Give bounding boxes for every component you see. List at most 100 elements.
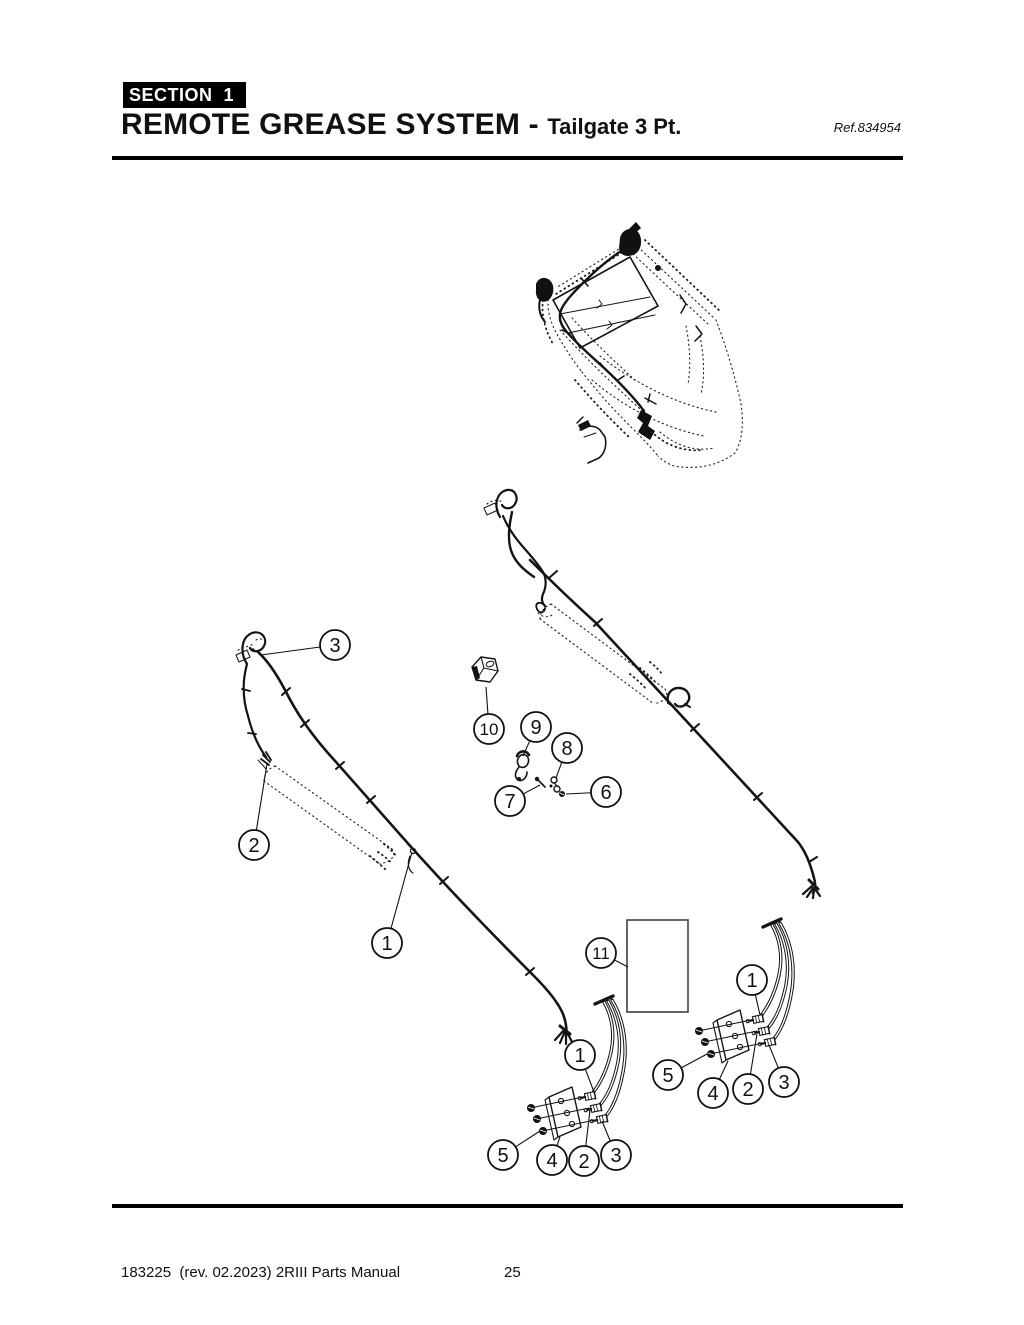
callout-leader [522, 740, 531, 757]
page-number: 25 [504, 1264, 521, 1281]
callout-leader [260, 646, 321, 656]
callout-1: 1 [371, 851, 413, 959]
phantom-cylinder-right [539, 603, 668, 705]
callout-number: 3 [610, 1145, 621, 1167]
callout-leader [601, 1120, 611, 1142]
manifold-block [544, 1086, 582, 1141]
hose-end [807, 878, 820, 891]
right-grease-line-assembly [483, 488, 822, 900]
callout-number: 5 [662, 1065, 673, 1087]
callout-number: 1 [574, 1045, 585, 1067]
callout-circle [520, 711, 552, 743]
part-10-spacer-block [471, 656, 499, 683]
callout-1: 1 [736, 964, 768, 1016]
callout-circle [319, 629, 351, 661]
callout-leader [555, 761, 563, 779]
callout-number: 1 [746, 970, 757, 992]
callout-number: 7 [504, 791, 515, 813]
callout-number: 8 [561, 738, 572, 760]
callout-leader [556, 1136, 561, 1147]
callout-number: 6 [600, 782, 611, 804]
callout-6: 6 [565, 776, 622, 808]
callout-3: 3 [260, 629, 351, 661]
callout-leader [754, 994, 761, 1016]
callout-leader [485, 686, 489, 715]
callout-circle [590, 776, 622, 808]
title-main: REMOTE GREASE SYSTEM - [121, 108, 548, 141]
grease-fittings [745, 1013, 777, 1048]
hose-loop-clamp [666, 686, 691, 708]
hinge-upper [619, 222, 642, 256]
callout-circle [768, 1066, 800, 1098]
part-6-nut [559, 791, 565, 797]
callout-7: 7 [494, 784, 541, 817]
hinge-left [535, 277, 554, 302]
callout-number: 3 [778, 1072, 789, 1094]
callout-circle [600, 1139, 632, 1171]
callout-11: 11 [585, 937, 629, 969]
callout-leader [390, 851, 413, 929]
main-hose [528, 558, 817, 895]
callout-circle [736, 964, 768, 996]
page-title: REMOTE GREASE SYSTEM - Tailgate 3 Pt. [121, 108, 681, 142]
left-grease-line-assembly [235, 631, 574, 1046]
callout-number: 4 [546, 1150, 557, 1172]
callout-circle [585, 937, 617, 969]
section-badge: SECTION 1 [123, 82, 247, 108]
callout-5: 5 [487, 1130, 541, 1171]
header-rule [112, 156, 903, 160]
manifold-hoses [590, 998, 627, 1120]
left-manifold-assembly [527, 994, 627, 1141]
callout-3: 3 [768, 1044, 800, 1098]
callout-circle [568, 1145, 600, 1177]
callout-leader [522, 784, 541, 795]
callout-circle [551, 732, 583, 764]
callout-circle [473, 713, 505, 745]
grease-fittings [577, 1090, 609, 1125]
callout-10: 10 [473, 686, 505, 745]
callout-leader [515, 1130, 541, 1148]
callout-circle [732, 1073, 764, 1105]
machine-illustration [535, 222, 743, 469]
machine-line-connector [637, 410, 655, 440]
lock-nuts [527, 1104, 547, 1135]
decal-placeholder-rect [626, 919, 689, 1013]
callout-number: 1 [381, 933, 392, 955]
callout-number: 4 [707, 1083, 718, 1105]
callout-number: 2 [578, 1151, 589, 1173]
callout-1: 1 [564, 1039, 596, 1093]
right-manifold-assembly [695, 917, 795, 1064]
lock-nuts [695, 1027, 715, 1058]
callout-number: 10 [480, 720, 499, 739]
callout-circle [536, 1144, 568, 1176]
callout-number: 5 [497, 1145, 508, 1167]
phantom-cylinder-left [263, 765, 397, 871]
footer-rule [112, 1204, 903, 1208]
hose-hook [495, 488, 518, 519]
part-7-bolt [534, 776, 546, 788]
callout-4: 4 [536, 1136, 568, 1176]
callout-3: 3 [600, 1120, 632, 1171]
callout-number: 2 [248, 835, 259, 857]
callout-number: 11 [592, 944, 610, 963]
callout-circle [494, 785, 526, 817]
callout-leader [718, 1060, 729, 1080]
manifold-hoses [758, 921, 795, 1043]
callout-5: 5 [652, 1053, 708, 1091]
callout-leader [585, 1109, 591, 1147]
callout-2: 2 [732, 1033, 764, 1105]
callout-leader [584, 1068, 595, 1093]
callout-circle [652, 1059, 684, 1091]
callout-2: 2 [238, 763, 270, 861]
manifold-block [712, 1009, 750, 1064]
callout-4: 4 [697, 1060, 729, 1109]
callout-circle [564, 1039, 596, 1071]
callout-number: 9 [530, 717, 541, 739]
callout-9: 9 [520, 711, 552, 757]
footer-text: 183225 (rev. 02.2023) 2RIII Parts Manual [121, 1264, 401, 1281]
lower-bracket [579, 425, 607, 464]
branch-hose [242, 662, 268, 759]
